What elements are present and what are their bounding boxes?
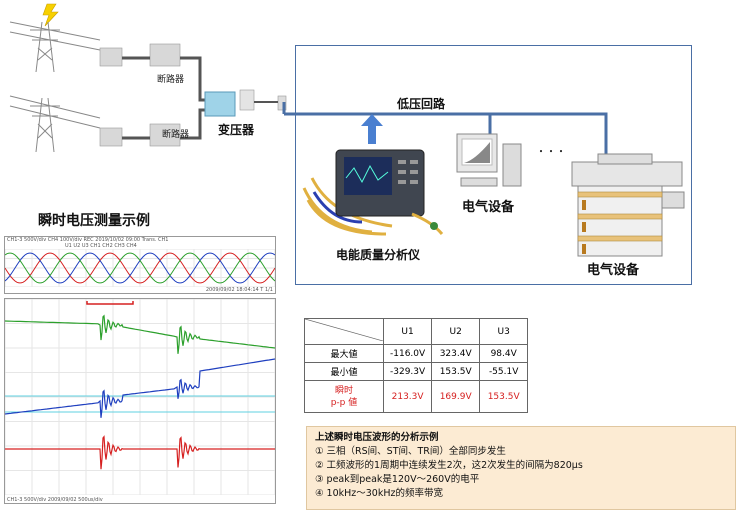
table-cell: 153.5V (479, 380, 529, 413)
ellipsis-dots: ・・・ (536, 147, 566, 158)
table-cell: 323.4V (431, 344, 481, 363)
measurement-table: U1 U2 U3 最大値 -116.0V 323.4V 98.4V 最小値 -3… (304, 318, 529, 413)
power-grid-diagram (9, 3, 287, 153)
table-header-row: U1 U2 U3 (304, 318, 529, 345)
table-header: U2 (431, 318, 481, 345)
table-header: U3 (479, 318, 529, 345)
sine-trace (5, 252, 275, 284)
u1-trace (5, 314, 275, 354)
table-row: 最大値 -116.0V 323.4V 98.4V (304, 344, 529, 363)
u2-trace (5, 358, 275, 418)
time-marker (86, 301, 134, 305)
analysis-heading: 上述瞬时电压波形的分析示例 (315, 432, 439, 443)
equipment-label: 电气设备 (462, 200, 515, 215)
table-row-label: 瞬时 p-p 値 (304, 380, 384, 413)
transformer-icon (204, 91, 236, 117)
breaker-label: 断路器 (157, 75, 185, 85)
table-corner (304, 318, 384, 345)
substation-icon (99, 43, 181, 147)
transient-plot (5, 299, 275, 495)
table-cell: 153.5V (431, 362, 481, 381)
sine-trace (5, 252, 275, 284)
table-cell: 169.9V (431, 380, 481, 413)
transformer-label: 变压器 (218, 123, 255, 137)
waveform-footer: CH1-3 500V/div 2009/09/02 500us/div (7, 497, 103, 503)
analysis-item: ② 工频波形的1周期中连续发生2次，这2次发生的间隔为820μs (315, 460, 583, 471)
copier-icon (571, 153, 685, 257)
table-row-highlight: 瞬时 p-p 値 213.3V 169.9V 153.5V (304, 380, 529, 413)
analysis-item: ③ peak到peak是120V～260V的电平 (315, 474, 480, 485)
lightning-icon (42, 3, 59, 27)
table-header: U1 (382, 318, 433, 345)
waveform-legend: U1 U2 U3 CH1 CH2 CH3 CH4 (65, 243, 137, 249)
table-row-label: 最小値 (304, 362, 384, 381)
analysis-item: ④ 10kHz～30kHz的频率带宽 (315, 488, 443, 499)
sine-plot (5, 249, 275, 287)
low-voltage-wiring (282, 102, 608, 156)
low-voltage-label: 低压回路 (397, 97, 446, 111)
up-arrow-icon (361, 114, 383, 144)
waveform-header: CH1-3 500V/div CH4 100V/div REC 2019/10/… (7, 237, 169, 243)
transient-waveform-panel: CH1-3 500V/div 2009/09/02 500us/div (4, 298, 276, 504)
equipment-label: 电气设备 (587, 263, 640, 278)
computer-icon (456, 133, 522, 187)
transmission-tower-icon (9, 95, 101, 153)
table-row: 最小値 -329.3V 153.5V -55.1V (304, 362, 529, 381)
analysis-notes: 上述瞬时电压波形的分析示例 ① 三相（RS间、ST间、TR间）全部同步发生 ② … (306, 426, 736, 510)
waveform-footer: 2009/09/02 18:04:14 T 1/1 (205, 287, 273, 293)
waveform-title: 瞬时电压测量示例 (38, 213, 150, 229)
table-cell: 213.3V (382, 380, 433, 413)
transmission-tower-icon (9, 21, 101, 73)
u3-trace (5, 435, 275, 470)
table-cell: -55.1V (479, 362, 529, 381)
analyzer-label: 电能质量分析仪 (336, 248, 421, 262)
table-row-label: 最大値 (304, 344, 384, 363)
table-cell: 98.4V (479, 344, 529, 363)
sine-waveform-panel: CH1-3 500V/div CH4 100V/div REC 2019/10/… (4, 236, 276, 294)
analysis-item: ① 三相（RS间、ST间、TR间）全部同步发生 (315, 446, 506, 457)
table-cell: -116.0V (382, 344, 433, 363)
breaker-label: 断路器 (162, 130, 190, 140)
table-cell: -329.3V (382, 362, 433, 381)
power-analyzer-icon (302, 149, 444, 236)
